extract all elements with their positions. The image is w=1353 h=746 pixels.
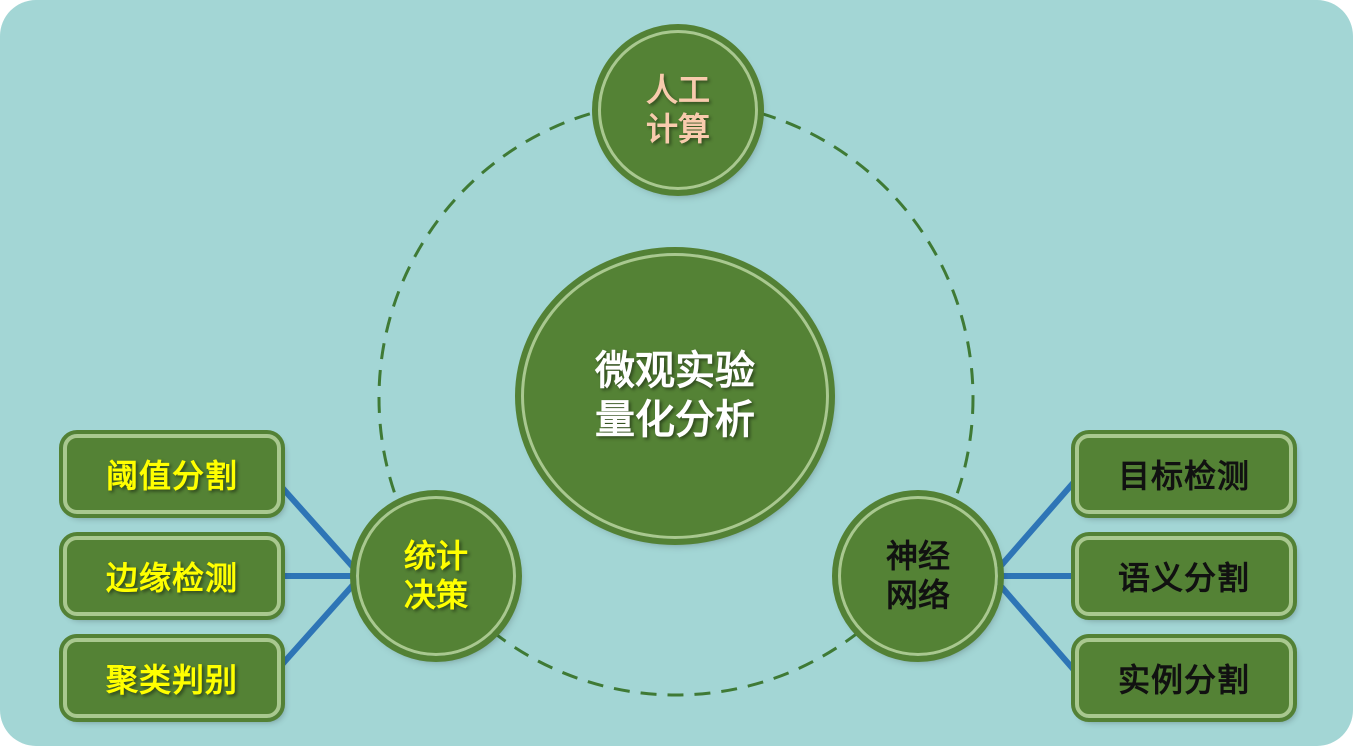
left-item-label-3: 聚类判别	[105, 661, 238, 699]
left-item-label-1: 阈值分割	[105, 457, 238, 495]
left-item-box-3: 聚类判别	[59, 634, 285, 722]
center-node-line2: 量化分析	[595, 397, 755, 443]
top-node-text: 人工 计算	[646, 71, 710, 149]
left-item-label-2: 边缘检测	[105, 559, 238, 597]
left-item-box-1: 阈值分割	[59, 430, 285, 518]
center-node-line1: 微观实验	[595, 348, 755, 395]
top-node: 人工 计算	[592, 24, 764, 196]
left-node-line2: 决策	[403, 576, 468, 614]
right-node-line2: 网络	[885, 576, 950, 614]
left-node-line1: 统计	[403, 536, 468, 575]
right-node: 神经 网络	[832, 490, 1004, 662]
right-node-line1: 神经	[885, 536, 950, 575]
connector-left-3	[267, 573, 364, 681]
right-item-box-1: 目标检测	[1071, 430, 1297, 518]
right-item-box-3: 实例分割	[1071, 634, 1297, 722]
center-node-text: 微观实验 量化分析	[595, 347, 755, 445]
right-item-label-1: 目标检测	[1117, 457, 1250, 495]
connector-left-1	[267, 471, 364, 579]
right-node-text: 神经 网络	[886, 537, 950, 615]
center-node: 微观实验 量化分析	[515, 247, 835, 545]
left-node-text: 统计 决策	[404, 537, 468, 615]
right-item-box-2: 语义分割	[1071, 532, 1297, 620]
connector-right-3	[989, 573, 1084, 681]
right-item-label-2: 语义分割	[1117, 559, 1250, 597]
connector-right-1	[989, 471, 1084, 579]
left-node: 统计 决策	[350, 490, 522, 662]
left-item-box-2: 边缘检测	[59, 532, 285, 620]
top-node-line1: 人工	[645, 70, 710, 109]
right-item-label-3: 实例分割	[1117, 661, 1250, 699]
top-node-line2: 计算	[645, 110, 710, 148]
orbit-dashed-circle	[377, 99, 975, 697]
